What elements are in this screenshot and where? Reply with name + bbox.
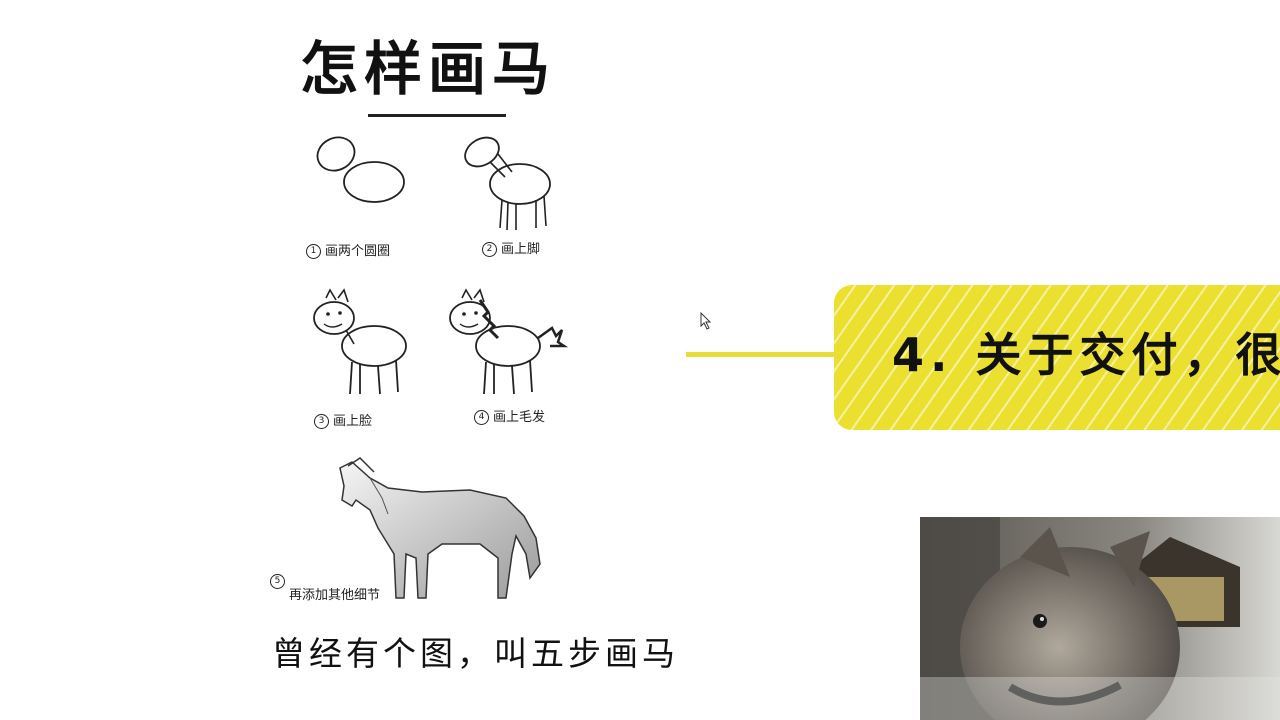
step4-text: 画上毛发 [493,410,546,425]
step5-text: 再添加其他细节 [289,588,381,603]
step2-drawing [464,136,551,231]
section-banner-text: 4. 关于交付，很 [892,328,1280,382]
step3-label: 3 画上脸 [314,410,372,429]
illustration-title: 怎样画马 [300,35,557,103]
presenter-webcam [920,517,1280,720]
title-underline [368,114,506,117]
step1-number: 1 [306,244,321,259]
step1-text: 画两个圆圈 [325,244,391,259]
step2-label: 2 画上脚 [482,238,540,257]
webcam-scene [920,517,1280,720]
step3-text: 画上脸 [333,414,373,429]
step5-horse-drawing [339,457,541,599]
step5-number: 5 [270,574,285,589]
step2-number: 2 [482,242,497,257]
step3-number: 3 [314,414,329,429]
step4-drawing [449,288,569,395]
step3-drawing [313,288,407,395]
step2-text: 画上脚 [501,242,541,257]
step4-number: 4 [474,410,489,425]
step1-drawing [316,136,405,203]
banner-connector-line [686,352,846,357]
step4-label: 4 画上毛发 [474,406,545,425]
step1-label: 1 画两个圆圈 [306,240,390,259]
section-banner: 4. 关于交付，很 [834,285,1280,430]
slide-caption: 曾经有个图，叫五步画马 [272,634,679,673]
step5-label: 5 再添加其他细节 [270,570,380,603]
mouse-cursor-icon [700,312,712,330]
